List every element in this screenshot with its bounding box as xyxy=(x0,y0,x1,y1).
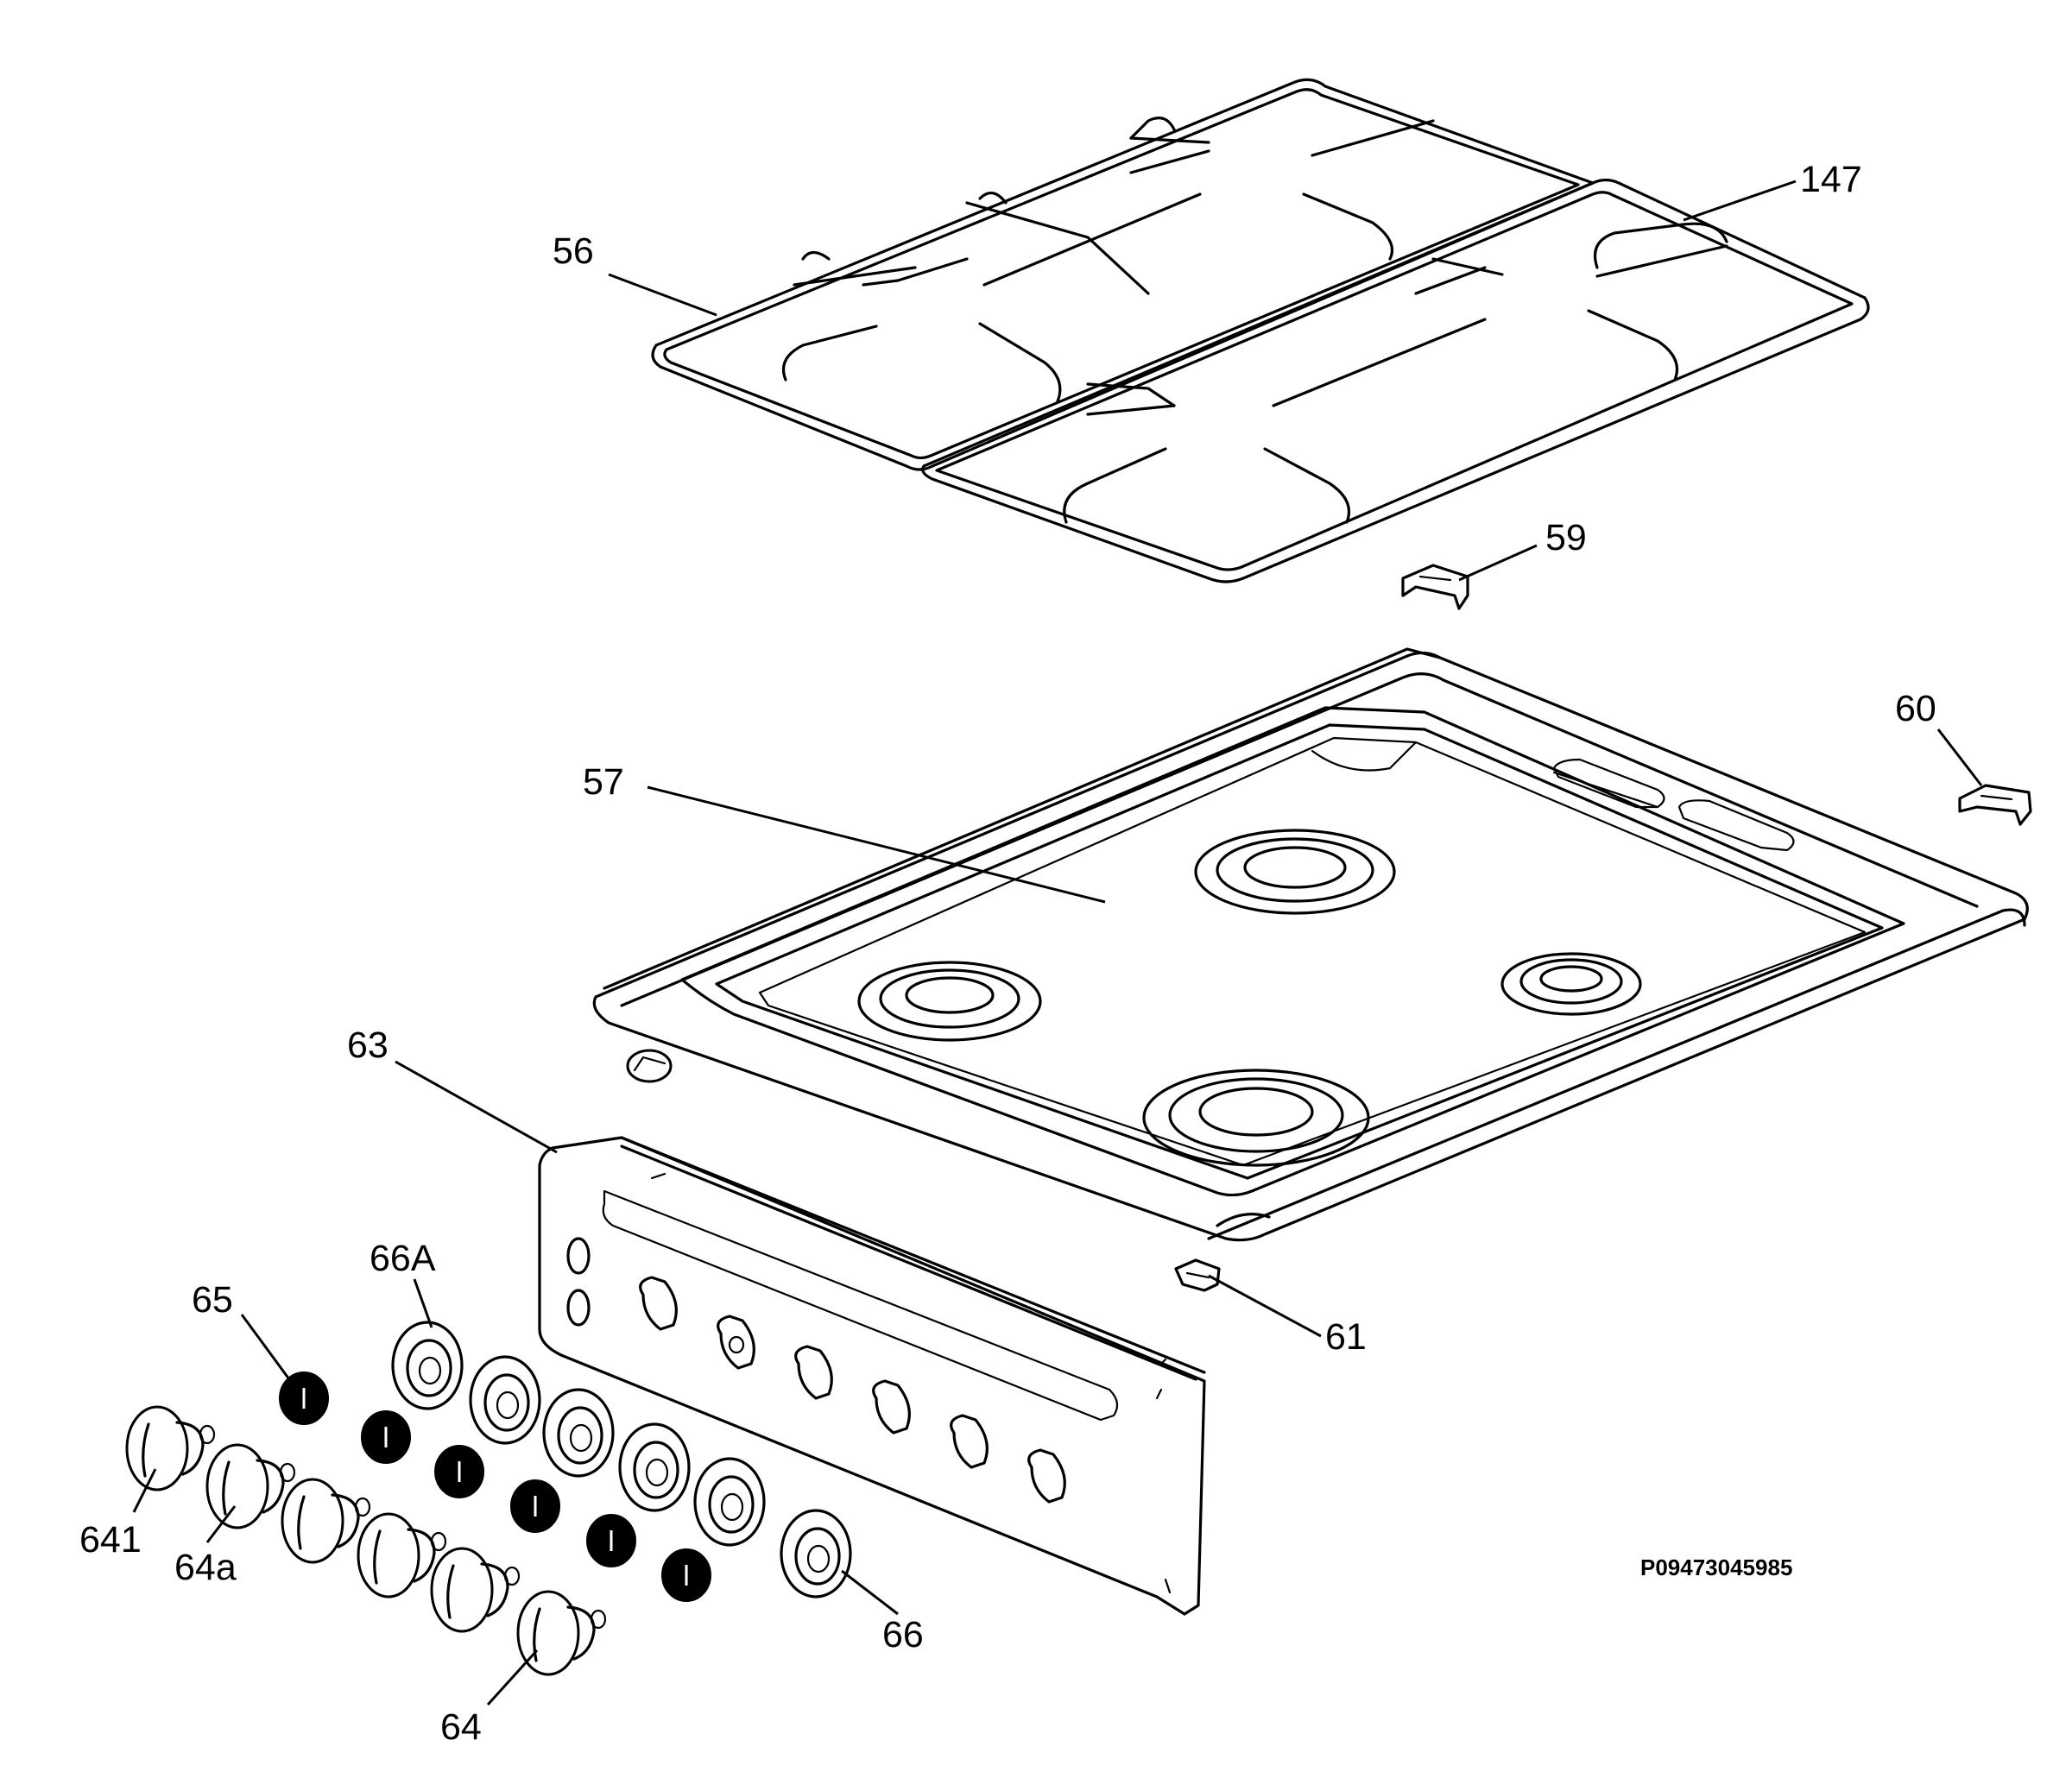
control-panel xyxy=(538,1136,1206,1616)
label-56: 56 xyxy=(553,230,594,272)
clip-59 xyxy=(1401,564,1469,610)
clip-left-small xyxy=(626,1049,673,1083)
part-labels: 56 147 59 57 60 63 61 66A 65 641 64a 66 … xyxy=(79,159,1936,1748)
pan-support-right xyxy=(921,178,1870,583)
label-64a: 64a xyxy=(174,1547,237,1588)
burner-front xyxy=(1142,1069,1370,1167)
label-641: 641 xyxy=(79,1519,142,1561)
label-57: 57 xyxy=(583,761,624,803)
label-147: 147 xyxy=(1800,159,1862,200)
label-64: 64 xyxy=(440,1706,482,1748)
label-60: 60 xyxy=(1895,688,1936,729)
label-59: 59 xyxy=(1545,517,1587,558)
clip-60 xyxy=(1958,784,2032,826)
push-buttons xyxy=(279,1372,711,1602)
leader-lines xyxy=(132,180,1983,1706)
panel-knob-holes xyxy=(639,1276,1066,1504)
label-66: 66 xyxy=(882,1614,924,1655)
burner-rear xyxy=(1194,829,1396,915)
label-61: 61 xyxy=(1325,1316,1367,1358)
label-63: 63 xyxy=(347,1025,388,1066)
clip-61 xyxy=(1174,1258,1221,1292)
burner-left xyxy=(857,961,1042,1042)
hob-top xyxy=(592,647,2029,1242)
burner-right xyxy=(1500,952,1642,1016)
label-65: 65 xyxy=(192,1279,233,1321)
label-66A: 66A xyxy=(370,1238,436,1279)
bezels xyxy=(391,1321,852,1599)
document-code: P09473045985 xyxy=(1640,1554,1792,1580)
